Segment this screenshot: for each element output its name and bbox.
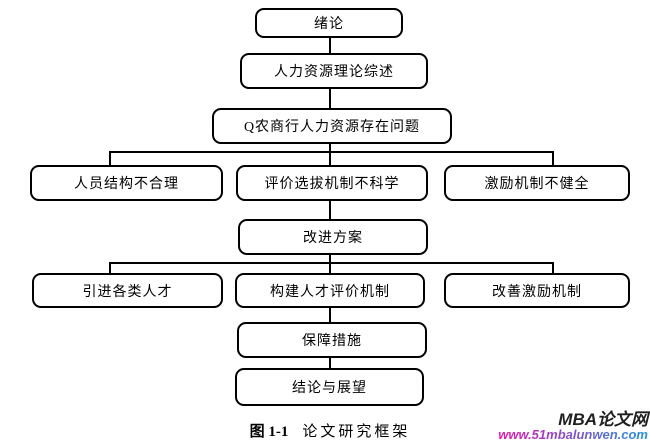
flow-node-conclusion: 结论与展望 [235, 368, 424, 406]
figure-caption: 图 1-1 论文研究框架 [0, 420, 650, 441]
flow-node-problem-incentive: 激励机制不健全 [444, 165, 630, 201]
flow-node-introduction: 绪论 [255, 8, 403, 38]
figure-caption-title: 论文研究框架 [302, 424, 411, 440]
flow-node-hr-problems: Q农商行人力资源存在问题 [212, 108, 452, 144]
watermark-site-url: www.51mbalunwen.com [498, 427, 648, 443]
flow-node-theory-review: 人力资源理论综述 [240, 53, 428, 89]
watermark-site-name: MBA论文网 [558, 409, 648, 429]
flow-node-solution-evaluation: 构建人才评价机制 [235, 273, 425, 308]
figure-caption-number: 图 1-1 [249, 424, 289, 440]
flow-node-solution-talent: 引进各类人才 [32, 273, 223, 308]
flow-node-problem-evaluation: 评价选拔机制不科学 [236, 165, 428, 201]
flow-node-safeguard: 保障措施 [237, 322, 427, 358]
watermark: MBA论文网 www.51mbalunwen.com [498, 409, 648, 443]
flow-node-improvement-plan: 改进方案 [238, 219, 428, 255]
flow-node-problem-structure: 人员结构不合理 [30, 165, 223, 201]
flow-node-solution-incentive: 改善激励机制 [444, 273, 630, 308]
